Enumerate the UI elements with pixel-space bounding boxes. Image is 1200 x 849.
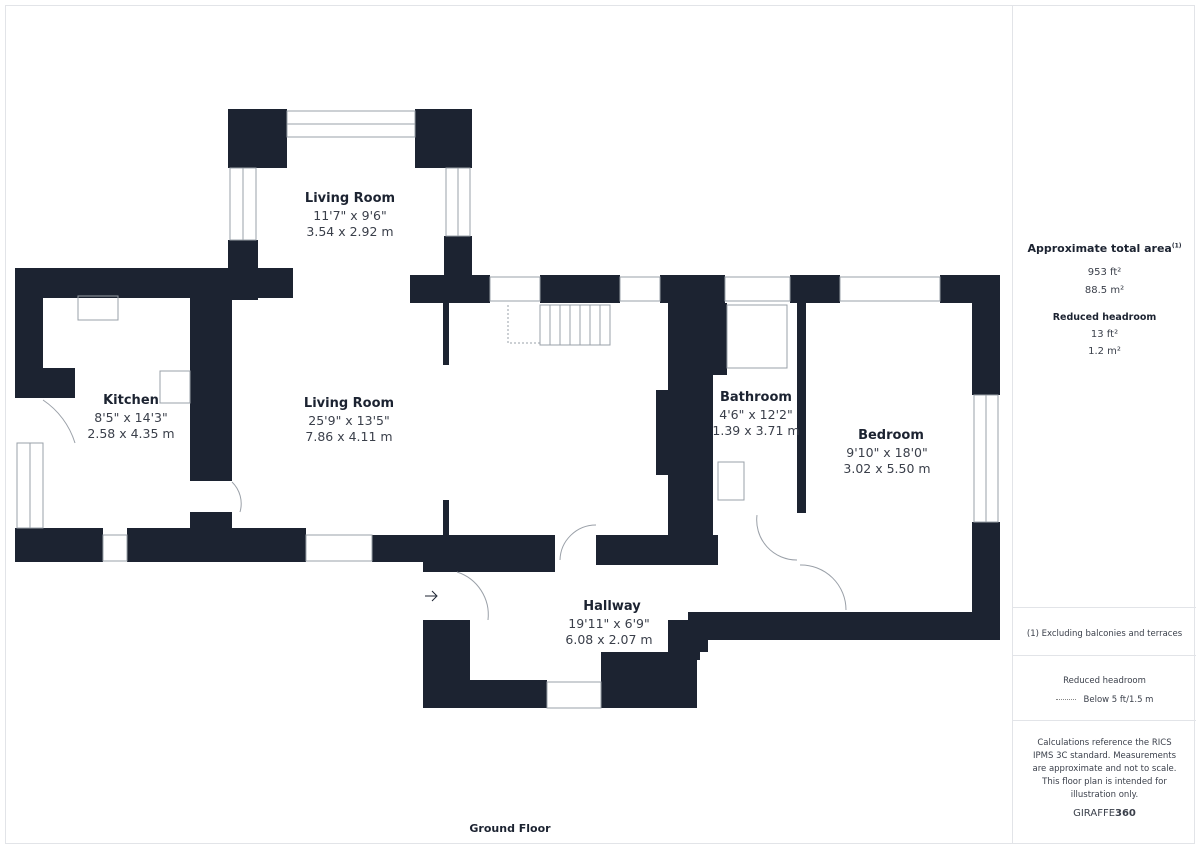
reduced-headroom-title: Reduced headroom	[1052, 312, 1157, 323]
room-metric: 2.58 x 4.35 m	[87, 426, 174, 441]
room-imperial: 19'11" x 6'9"	[568, 616, 649, 631]
floor-plan: Living Room 11'7" x 9'6" 3.54 x 2.92 m K…	[15, 109, 1000, 709]
footnote: (1) Excluding balconies and terraces	[1026, 629, 1183, 639]
legend-item: Below 5 ft/1.5 m	[1013, 695, 1196, 705]
total-area-label: Approximate total area	[1027, 242, 1172, 255]
room-name: Living Room	[304, 396, 394, 411]
divider	[1013, 607, 1196, 608]
brand-name: GIRAFFE	[1073, 808, 1116, 819]
legend-title: Reduced headroom	[1063, 676, 1146, 686]
windows	[16, 110, 999, 709]
room-metric: 3.54 x 2.92 m	[306, 224, 393, 239]
room-name: Bathroom	[720, 390, 792, 405]
page-frame	[5, 5, 1195, 844]
brand-logo: GIRAFFE360	[1013, 808, 1196, 819]
walls	[15, 109, 1000, 708]
total-area-m: 88.5 m²	[1084, 285, 1125, 296]
room-name: Bedroom	[858, 428, 924, 443]
room-imperial: 9'10" x 18'0"	[846, 445, 927, 460]
room-imperial: 11'7" x 9'6"	[313, 208, 386, 223]
room-imperial: 8'5" x 14'3"	[94, 410, 167, 425]
floor-label: Ground Floor	[469, 822, 551, 835]
total-area-title: Approximate total area(1)	[1013, 242, 1196, 255]
divider	[1013, 720, 1196, 721]
reduced-headroom-m: 1.2 m²	[1088, 346, 1121, 357]
disclaimer: Calculations reference the RICS IPMS 3C …	[1032, 738, 1177, 800]
room-metric: 3.02 x 5.50 m	[843, 461, 930, 476]
room-labels: Living Room 11'7" x 9'6" 3.54 x 2.92 m K…	[87, 191, 930, 647]
room-metric: 7.86 x 4.11 m	[305, 429, 392, 444]
summary-panel: Approximate total area(1) 953 ft² 88.5 m…	[1012, 5, 1196, 844]
room-imperial: 25'9" x 13'5"	[308, 413, 389, 428]
total-area-ft: 953 ft²	[1087, 267, 1122, 278]
footnote-marker: (1)	[1171, 242, 1182, 250]
legend-item-label: Below 5 ft/1.5 m	[1083, 695, 1154, 705]
brand-number: 360	[1115, 808, 1136, 819]
reduced-headroom-ft: 13 ft²	[1090, 329, 1119, 340]
room-name: Living Room	[305, 191, 395, 206]
room-name: Hallway	[583, 599, 641, 614]
room-metric: 6.08 x 2.07 m	[565, 632, 652, 647]
room-metric: 1.39 x 3.71 m	[712, 423, 799, 438]
room-name: Kitchen	[103, 393, 159, 408]
room-imperial: 4'6" x 12'2"	[719, 407, 792, 422]
divider	[1013, 655, 1196, 656]
dotted-line-icon	[1055, 699, 1076, 700]
entrance-arrow-icon	[425, 590, 438, 602]
